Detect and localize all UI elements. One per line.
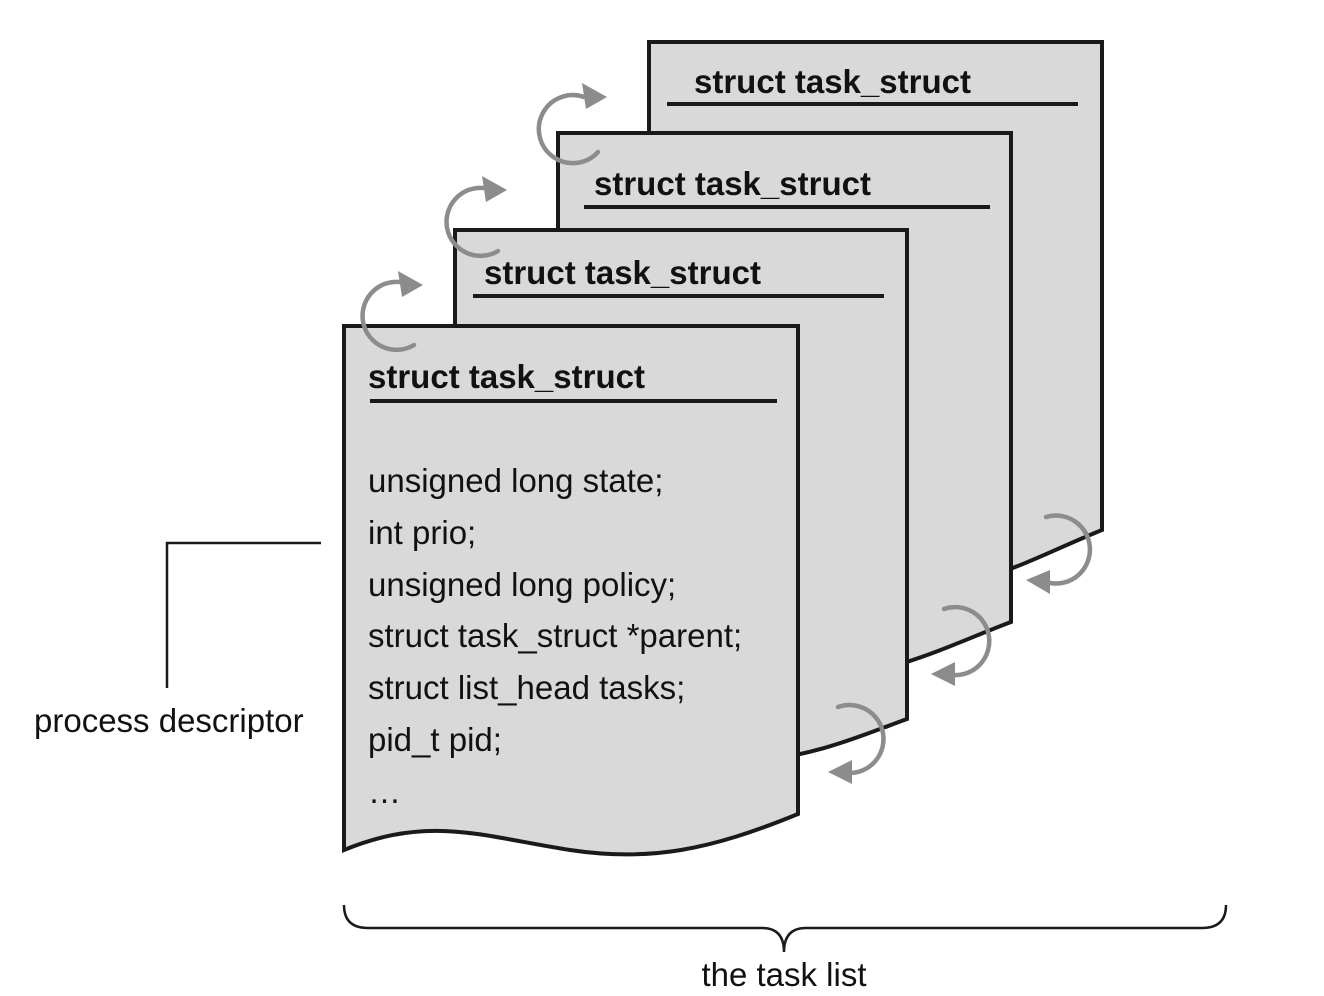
prev-link-arrow-2 xyxy=(931,604,992,686)
field-prio: int prio; xyxy=(368,514,476,551)
descriptor-pointer-line xyxy=(165,541,321,688)
field-policy: unsigned long policy; xyxy=(368,566,676,603)
next-link-arrow-3 xyxy=(536,83,607,166)
card-4-title: struct task_struct xyxy=(694,63,971,100)
card-3-title: struct task_struct xyxy=(594,165,871,202)
card-2-title: struct task_struct xyxy=(484,254,761,291)
task-list-brace xyxy=(342,904,1228,953)
prev-link-arrow-1 xyxy=(1026,513,1093,594)
next-link-arrow-2 xyxy=(444,176,507,259)
prev-link-arrow-3 xyxy=(828,702,886,784)
card-1-title: struct task_struct xyxy=(368,358,645,395)
field-pid: pid_t pid; xyxy=(368,721,502,758)
process-descriptor-label: process descriptor xyxy=(34,702,304,739)
next-link-arrow-1 xyxy=(360,271,423,353)
field-state: unsigned long state; xyxy=(368,462,663,499)
task-list-label: the task list xyxy=(701,956,866,993)
field-tasks: struct list_head tasks; xyxy=(368,669,685,706)
field-parent: struct task_struct *parent; xyxy=(368,617,742,654)
field-ellipsis: … xyxy=(368,773,401,810)
task-struct-card-1: struct task_struct unsigned long state; … xyxy=(342,324,800,857)
